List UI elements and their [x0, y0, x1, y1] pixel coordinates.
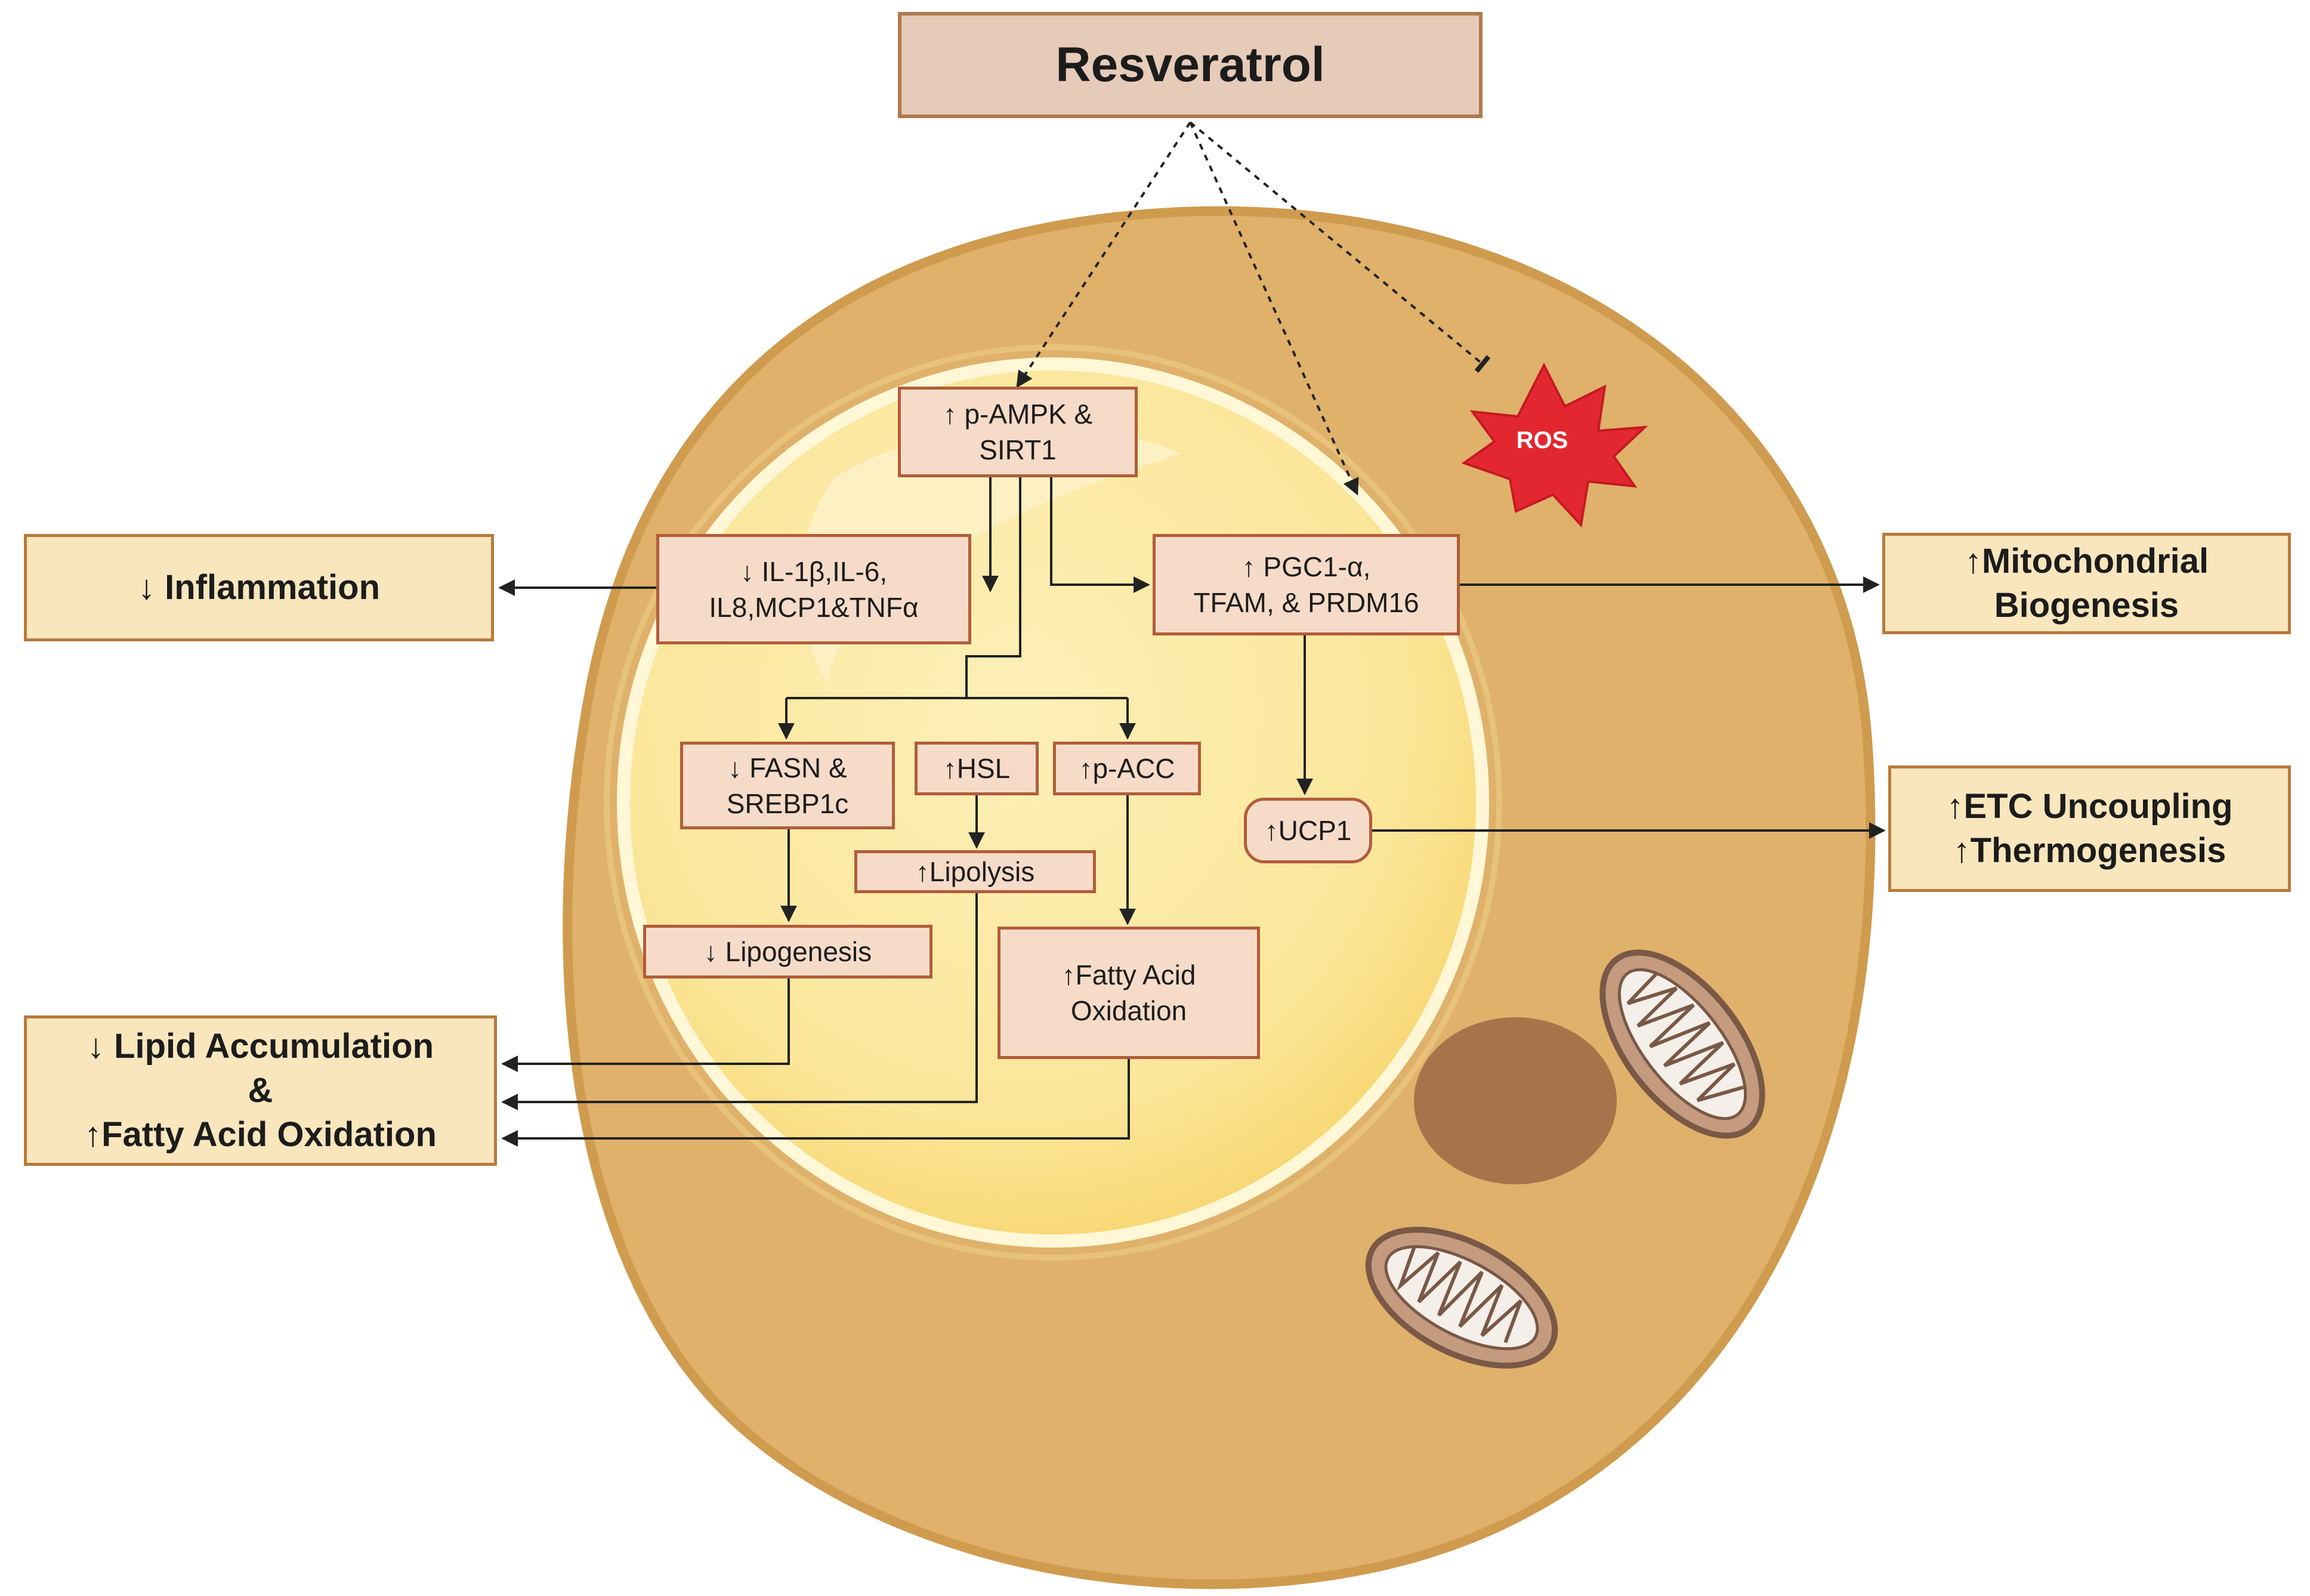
outcome-lipid-line2: &	[248, 1071, 273, 1110]
ros-burst-icon	[1461, 362, 1648, 528]
node-pgc1a-line1: ↑ PGC1-α,	[1242, 551, 1371, 582]
node-p-acc-label: ↑p-ACC	[1079, 753, 1175, 784]
node-lipolysis-label: ↑Lipolysis	[915, 856, 1035, 887]
outcome-etc-thermogenesis: ↑ETC Uncoupling ↑Thermogenesis	[1888, 765, 2291, 892]
ros-label: ROS	[1516, 427, 1568, 453]
mitochondrion-1	[1599, 949, 1765, 1139]
node-hsl: ↑HSL	[915, 742, 1039, 795]
node-fao-line1: ↑Fatty Acid	[1061, 959, 1196, 990]
outcome-etc-line2: ↑Thermogenesis	[1953, 831, 2226, 870]
node-fasn-line1: ↓ FASN &	[728, 752, 847, 783]
pathway-connectors	[498, 477, 1886, 1147]
outcome-lipid-accumulation: ↓ Lipid Accumulation & ↑Fatty Acid Oxida…	[24, 1015, 497, 1166]
mitochondrion-2	[1365, 1227, 1558, 1369]
outcome-lipid-line3: ↑Fatty Acid Oxidation	[84, 1115, 437, 1154]
lipid-droplet-rim	[604, 344, 1502, 1261]
outcome-mito-line2: Biogenesis	[1994, 586, 2179, 625]
node-ampk-line1: ↑ p-AMPK &	[943, 399, 1093, 430]
node-hsl-label: ↑HSL	[943, 753, 1011, 784]
outcome-etc-line1: ↑ETC Uncoupling	[1946, 787, 2233, 826]
resveratrol-label: Resveratrol	[1055, 38, 1325, 92]
inhibit-ros	[1189, 121, 1491, 373]
node-ucp1: ↑UCP1	[1244, 798, 1372, 863]
outcome-inflammation-label: ↓ Inflammation	[137, 568, 381, 607]
outcome-lipid-line1: ↓ Lipid Accumulation	[87, 1027, 434, 1066]
node-fasn-line2: SREBP1c	[726, 788, 849, 819]
node-ampk-sirt1: ↑ p-AMPK & SIRT1	[898, 387, 1138, 477]
node-ucp1-label: ↑UCP1	[1264, 815, 1352, 846]
node-cytokines-line1: ↓ IL-1β,IL-6,	[740, 555, 888, 587]
nucleus	[1414, 1017, 1617, 1184]
node-lipolysis: ↑Lipolysis	[854, 850, 1096, 893]
outcome-inflammation: ↓ Inflammation	[24, 534, 494, 641]
outcome-mito-line1: ↑Mitochondrial	[1964, 542, 2209, 581]
node-fao-line2: Oxidation	[1070, 995, 1187, 1026]
node-cytokines: ↓ IL-1β,IL-6, IL8,MCP1&TNFα	[656, 534, 971, 644]
arrow-to-ampk	[1016, 121, 1191, 388]
resveratrol-box: Resveratrol	[898, 12, 1483, 118]
node-p-acc: ↑p-ACC	[1053, 742, 1201, 795]
arrow-to-pgc	[1189, 122, 1359, 496]
node-pgc1a-line2: TFAM, & PRDM16	[1193, 587, 1419, 618]
node-fatty-acid-oxidation: ↑Fatty Acid Oxidation	[998, 927, 1260, 1059]
outcome-mitochondrial-biogenesis: ↑Mitochondrial Biogenesis	[1882, 533, 2291, 634]
node-fasn-srebp1c: ↓ FASN & SREBP1c	[680, 742, 895, 829]
node-pgc1a: ↑ PGC1-α, TFAM, & PRDM16	[1153, 534, 1460, 635]
node-lipogenesis-label: ↓ Lipogenesis	[703, 936, 872, 967]
resveratrol-arrows	[1016, 121, 1491, 496]
node-ampk-line2: SIRT1	[979, 434, 1057, 465]
droplet-highlight	[801, 426, 1181, 686]
node-cytokines-line2: IL8,MCP1&TNFα	[709, 591, 919, 623]
node-lipogenesis: ↓ Lipogenesis	[643, 925, 932, 978]
